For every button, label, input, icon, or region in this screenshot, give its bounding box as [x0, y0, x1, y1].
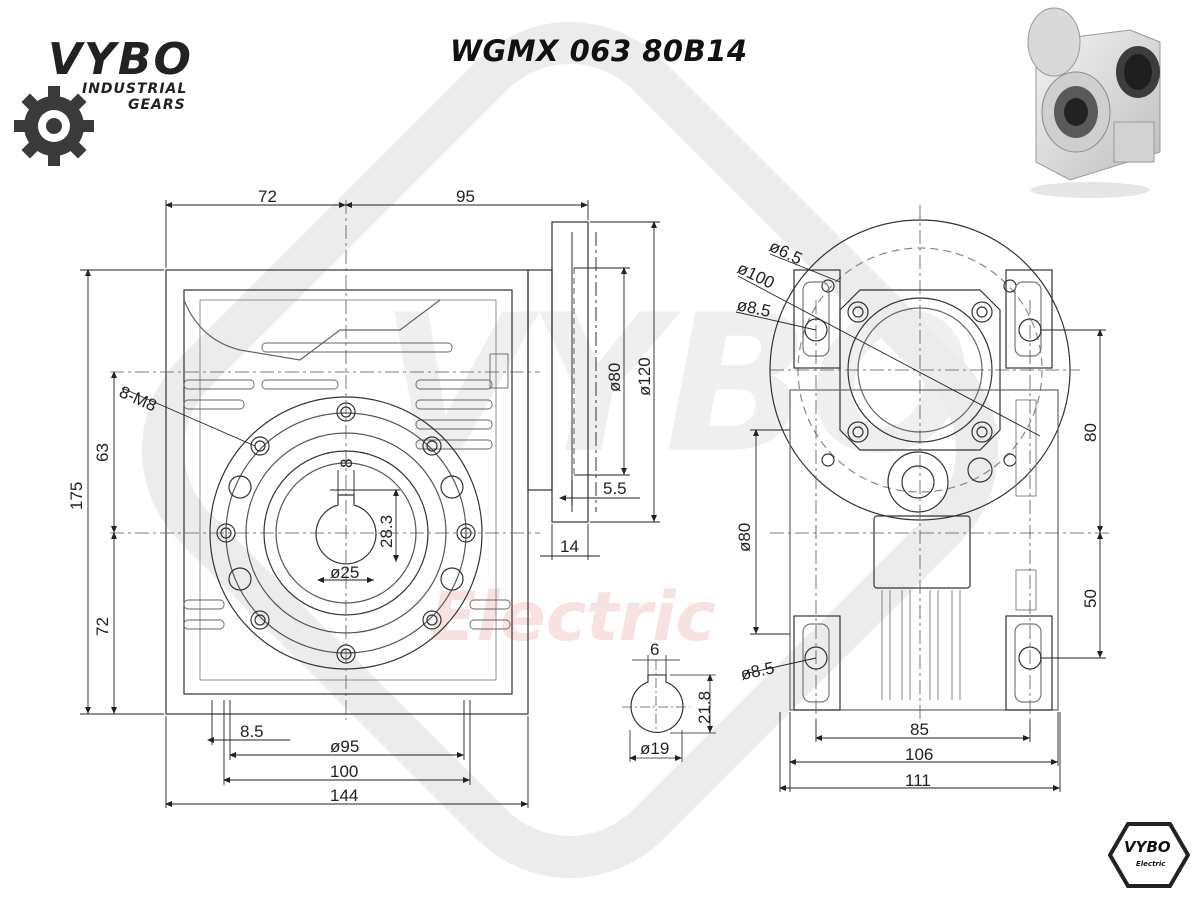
logo-tagline-line2: GEARS [128, 97, 186, 113]
brand-badge: VYBO Electric [1108, 820, 1190, 890]
badge-subtitle: Electric [1136, 860, 1166, 868]
gear-icon [14, 86, 94, 166]
dim-bottom-offset: 8.5 [240, 722, 264, 741]
product-photo [1010, 2, 1170, 202]
dim-side-bottom-85: 85 [910, 720, 929, 739]
dim-side-d80: ø80 [735, 523, 754, 552]
dim-key-width: 8 [337, 459, 356, 468]
dim-shaft-key: 6 [650, 640, 659, 659]
badge-wordmark: VYBO [1124, 838, 1171, 856]
shaft-detail [622, 655, 716, 762]
watermark-word-primary: VYBO [380, 274, 971, 495]
dim-shaft-diameter: ø19 [640, 739, 669, 758]
shaft-section [630, 674, 684, 733]
dim-top-left: 72 [258, 187, 277, 206]
brand-logo: VYBO INDUSTRIAL GEARS [8, 18, 208, 166]
watermark-word-secondary: Electric [430, 578, 716, 657]
dim-side-bottom-106: 106 [905, 745, 933, 764]
front-view [110, 200, 597, 720]
dim-bore: ø25 [330, 563, 359, 582]
dim-flange-5-5: 5.5 [603, 479, 627, 498]
dim-side-right-50: 50 [1081, 589, 1100, 608]
dim-shaft-height: 21.8 [695, 691, 714, 724]
logo-tagline-line1: INDUSTRIAL [82, 81, 188, 97]
flange-holes [216, 402, 476, 664]
hollow-bore [315, 494, 377, 565]
dim-left-total: 175 [67, 482, 86, 510]
housing-inner-outline [183, 289, 513, 695]
dim-side-right-80: 80 [1081, 423, 1100, 442]
dim-side-bottom-111: 111 [905, 771, 931, 790]
dim-bottom-100: 100 [330, 762, 358, 781]
dim-flange-d120: ø120 [635, 357, 654, 396]
dim-top-right: 95 [456, 187, 475, 206]
dim-flange-14: 14 [560, 537, 579, 556]
side-view-dimensions [735, 253, 1106, 792]
dim-bottom-144: 144 [330, 786, 358, 805]
dim-left-lower: 72 [93, 617, 112, 636]
front-view-dimensions [80, 200, 660, 808]
logo-wordmark: VYBO [48, 34, 193, 85]
dim-holes: 8-M8 [116, 382, 159, 415]
side-view [769, 205, 1110, 720]
dim-flange-d80: ø80 [605, 363, 624, 392]
gearbox-body [789, 389, 1059, 711]
watermark: VYBO Electric [142, 22, 998, 878]
page-title: WGMX 063 80B14 [450, 34, 748, 68]
dim-bottom-d95: ø95 [330, 737, 359, 756]
dim-keyway-height: 28.3 [377, 515, 396, 548]
housing-outline [165, 269, 529, 715]
dim-left-upper: 63 [93, 443, 112, 462]
